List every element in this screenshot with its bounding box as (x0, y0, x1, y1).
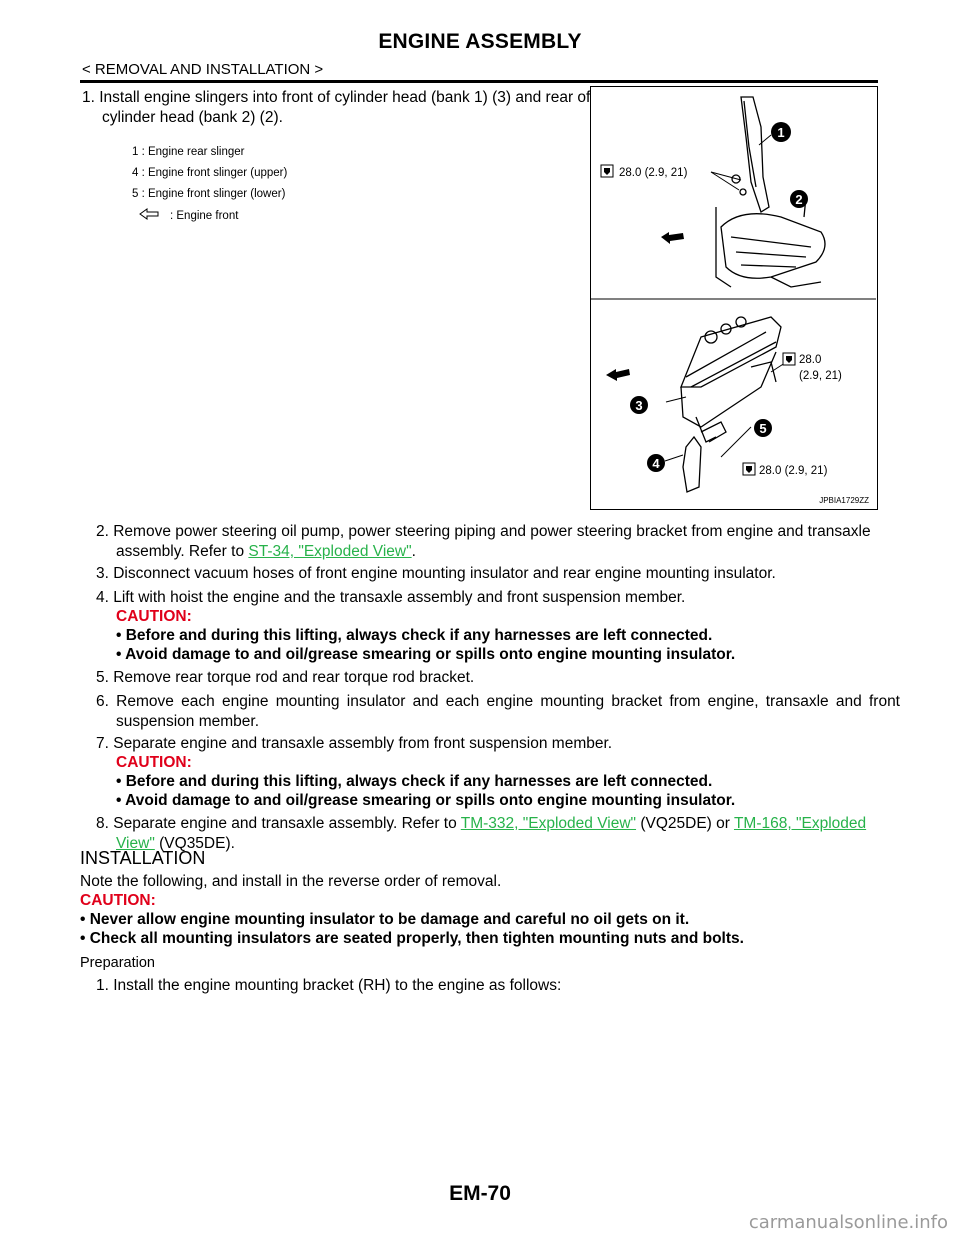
engine-front-arrow-icon (661, 232, 684, 244)
legend-item-1: 1 : Engine rear slinger (132, 146, 245, 158)
caution-label: CAUTION: (116, 608, 192, 625)
step-4: 4. Lift with hoist the engine and the tr… (96, 589, 686, 606)
torque-label-mid-2: (2.9, 21) (799, 370, 842, 382)
callout-1: 1 (777, 125, 784, 140)
step-3: 3. Disconnect vacuum hoses of front engi… (96, 565, 776, 582)
page-title: ENGINE ASSEMBLY (378, 30, 582, 53)
figure-code: JPBIA1729ZZ (819, 496, 869, 505)
step-2: 2. Remove power steering oil pump, power… (96, 523, 871, 560)
torque-label-bottom: 28.0 (2.9, 21) (759, 465, 828, 477)
legend-item-5: 5 : Engine front slinger (lower) (132, 188, 286, 200)
step-6: 6. Remove each engine mounting insulator… (96, 693, 900, 730)
caution-bullet: • Before and during this lifting, always… (116, 773, 713, 790)
caution-label: CAUTION: (80, 892, 156, 909)
torque-label-top: 28.0 (2.9, 21) (619, 167, 688, 179)
caution-bullet: • Avoid damage to and oil/grease smearin… (116, 792, 736, 809)
torque-wrench-icon (782, 352, 796, 366)
callout-2: 2 (795, 192, 802, 207)
link-st-34[interactable]: ST-34, "Exploded View" (248, 543, 412, 560)
legend-item-4: 4 : Engine front slinger (upper) (132, 167, 288, 179)
installation-heading: INSTALLATION (80, 848, 206, 868)
figure-drawing: 28.0 (2.9, 21) 1 2 3 4 5 (591, 96, 876, 505)
torque-label-mid-1: 28.0 (799, 354, 821, 366)
preparation-heading: Preparation (80, 955, 155, 971)
caution-bullet: • Check all mounting insulators are seat… (80, 930, 744, 947)
step-1: 1. Install engine slingers into front of… (82, 89, 591, 126)
preparation-step-1: 1. Install the engine mounting bracket (… (96, 977, 562, 994)
link-tm-332[interactable]: TM-332, "Exploded View" (460, 815, 637, 832)
torque-wrench-icon (600, 164, 614, 178)
breadcrumb: < REMOVAL AND INSTALLATION > (82, 61, 324, 78)
caution-label: CAUTION: (116, 754, 192, 771)
callout-4: 4 (652, 456, 660, 471)
step-7: 7. Separate engine and transaxle assembl… (96, 735, 613, 752)
engine-front-arrow-icon (139, 208, 159, 220)
step-5: 5. Remove rear torque rod and rear torqu… (96, 669, 475, 686)
callout-5: 5 (759, 421, 766, 436)
engine-slinger-figure: 28.0 (2.9, 21) 1 2 3 4 5 (590, 86, 878, 510)
caution-bullet: • Before and during this lifting, always… (116, 627, 713, 644)
watermark: carmanualsonline.info (748, 1212, 948, 1233)
torque-wrench-icon (742, 462, 756, 476)
step-8: 8. Separate engine and transaxle assembl… (96, 815, 867, 852)
legend-item-arrow: : Engine front (170, 210, 239, 222)
callout-3: 3 (635, 398, 642, 413)
link-tm-168[interactable]: TM-168, "Exploded View" (116, 815, 867, 852)
engine-front-arrow-icon (606, 369, 630, 381)
installation-note: Note the following, and install in the r… (80, 873, 502, 890)
caution-bullet: • Never allow engine mounting insulator … (80, 911, 690, 928)
caution-bullet: • Avoid damage to and oil/grease smearin… (116, 646, 736, 663)
page-number: EM-70 (449, 1182, 511, 1205)
header-rule (80, 80, 878, 83)
